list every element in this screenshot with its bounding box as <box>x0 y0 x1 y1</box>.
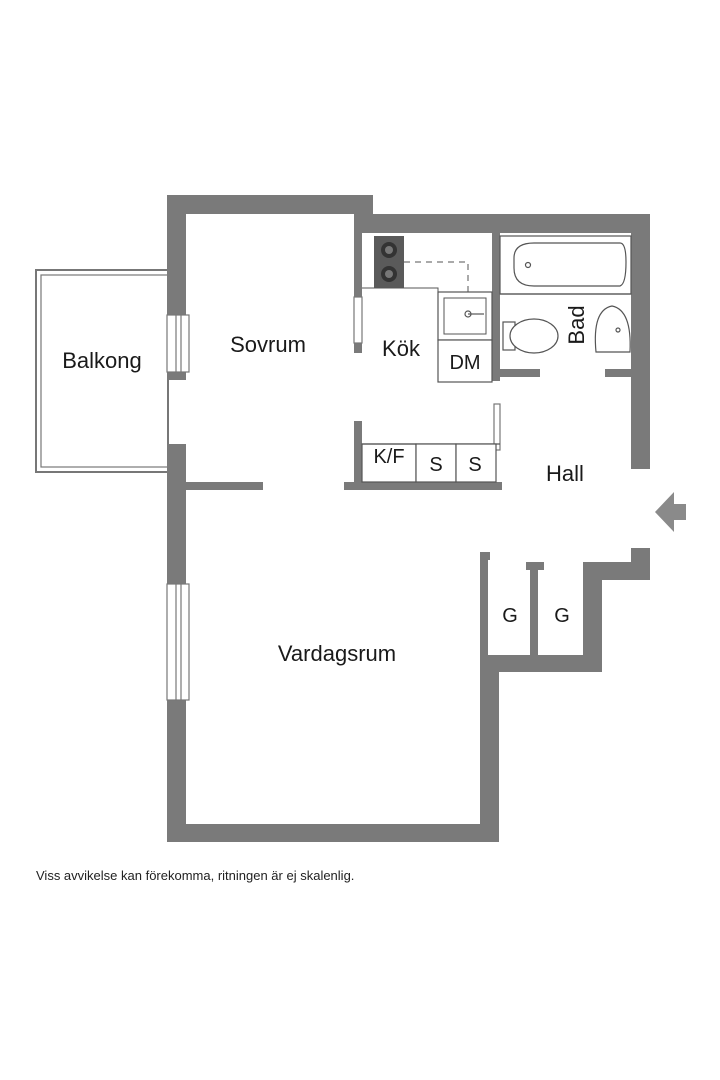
room-label-g2: G <box>554 605 570 627</box>
basin <box>594 305 631 353</box>
bathroom-fixtures <box>499 235 632 354</box>
wall-g-bottom <box>480 655 602 672</box>
wall-bath-bottom-left <box>492 369 540 377</box>
room-label-vardagsrum: Vardagsrum <box>278 641 396 666</box>
windows <box>166 296 501 701</box>
dishwasher <box>437 339 493 383</box>
room-label-dm: DM <box>449 352 480 374</box>
room-label-kf: K/F <box>373 446 404 468</box>
room-label-g1: G <box>502 605 518 627</box>
wall-sovrum-partition <box>186 482 263 490</box>
wall-bottom <box>167 824 499 842</box>
walls <box>167 195 650 842</box>
room-label-s1: S <box>429 454 442 476</box>
wall-left-top <box>167 195 186 315</box>
entrance-arrow-icon <box>655 492 686 532</box>
wall-g-mid-top <box>526 562 544 570</box>
room-label-s2: S <box>468 454 481 476</box>
wall-left-mid <box>167 372 186 380</box>
wall-g1-top <box>480 552 490 560</box>
wall-step <box>354 195 373 233</box>
room-label-bad: Bad <box>564 305 589 344</box>
hall-door-panel <box>493 403 501 451</box>
wall-bath-bottom-right <box>605 369 631 377</box>
window-vardagsrum <box>166 583 190 701</box>
wall-right-upper <box>631 214 650 469</box>
floor-plan: Balkong Sovrum Kök DM Bad K/F S S Hall G… <box>35 195 686 842</box>
kitchen-fixtures <box>361 236 500 483</box>
wall-bath-left <box>492 233 500 381</box>
kitchen-door-panel <box>353 296 363 344</box>
wall-right-g <box>583 562 602 672</box>
toilet-bowl <box>509 318 559 354</box>
wall-vardagsrum-right <box>480 655 499 842</box>
disclaimer-text: Viss avvikelse kan förekomma, ritningen … <box>36 868 355 883</box>
wall-left-bottom <box>167 700 186 842</box>
wall-kitchen-left-low <box>354 343 362 353</box>
fridge-freezer <box>361 443 417 483</box>
room-label-sovrum: Sovrum <box>230 332 306 357</box>
wall-kitchen-left <box>354 233 362 297</box>
room-label-balkong: Balkong <box>62 348 142 373</box>
wall-g-mid <box>530 562 538 655</box>
room-label-hall: Hall <box>546 461 584 486</box>
wall-top-kok <box>354 214 650 233</box>
wall-kitchen-bottom <box>344 482 502 490</box>
wall-left-lower <box>167 444 186 584</box>
wall-g1-left <box>480 552 488 655</box>
wall-kitchen-kf-side <box>354 421 362 482</box>
cabinet-s2 <box>455 443 497 483</box>
window-sovrum <box>166 314 190 373</box>
room-label-kok: Kök <box>382 336 421 361</box>
wall-top-sovrum <box>167 195 373 214</box>
